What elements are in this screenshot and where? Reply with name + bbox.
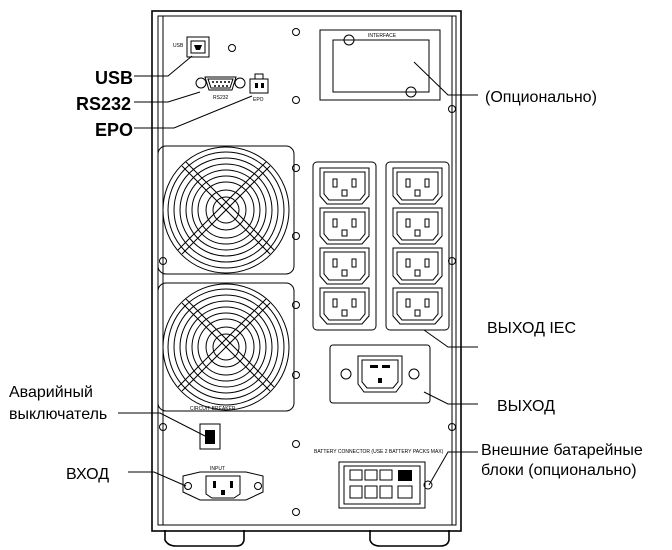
callout-rs232: RS232 xyxy=(76,94,131,114)
callout-breaker-line1: Аварийный xyxy=(9,384,93,401)
callout-usb: USB xyxy=(95,68,133,88)
battery-connector: BATTERY CONNECTOR (USE 2 BATTERY PACKS M… xyxy=(314,449,444,509)
callout-leader-lines xyxy=(118,55,478,487)
usb-panel-label: USB xyxy=(173,43,184,49)
input-socket: INPUT xyxy=(182,466,264,501)
callout-optional: (Опционально) xyxy=(485,89,597,106)
output-socket xyxy=(329,344,431,404)
usb-port: USB xyxy=(173,36,210,58)
iec-outlet-4 xyxy=(319,287,370,325)
iec-outlet-bank-left xyxy=(312,161,377,331)
callout-battery-line2: блоки (опционально) xyxy=(481,462,637,479)
rs232-panel-label: RS232 xyxy=(213,95,229,101)
iec-outlet-2 xyxy=(319,207,370,245)
circuit-breaker-panel-label: CIRCUIT BREAKER xyxy=(190,406,236,412)
cooling-fan-top xyxy=(157,145,295,275)
callout-battery-line1: Внешние батарейные xyxy=(481,442,643,459)
interface-slot: INTERFACE xyxy=(319,29,441,101)
callout-iec-output: ВЫХОД IEC xyxy=(487,320,576,337)
ups-feet xyxy=(164,530,450,547)
iec-outlets xyxy=(319,167,443,325)
battery-connector-panel-label: BATTERY CONNECTOR (USE 2 BATTERY PACKS M… xyxy=(314,449,444,455)
rs232-port: RS232 xyxy=(195,76,246,101)
epo-panel-label: EPO xyxy=(253,97,264,103)
epo-port: EPO xyxy=(249,73,269,103)
callout-epo: EPO xyxy=(95,120,133,140)
iec-outlet-5 xyxy=(392,167,443,205)
iec-outlet-bank-right xyxy=(385,161,450,331)
cooling-fan-bottom xyxy=(157,282,295,412)
iec-outlet-3 xyxy=(319,247,370,285)
ups-chassis xyxy=(151,10,462,532)
iec-outlet-8 xyxy=(392,287,443,325)
callout-breaker-line2: выключатель xyxy=(9,406,107,423)
iec-outlet-6 xyxy=(392,207,443,245)
iec-outlet-1 xyxy=(319,167,370,205)
circuit-breaker: CIRCUIT BREAKER xyxy=(190,406,236,450)
callout-labels: USB RS232 EPO (Опционально) ВЫХОД IEC ВЫ… xyxy=(9,68,643,483)
callout-input: ВХОД xyxy=(66,466,109,483)
interface-panel-label: INTERFACE xyxy=(368,33,397,39)
chassis-screws xyxy=(159,28,456,516)
callout-output: ВЫХОД xyxy=(497,398,555,415)
input-panel-label: INPUT xyxy=(210,466,225,472)
iec-outlet-7 xyxy=(392,247,443,285)
